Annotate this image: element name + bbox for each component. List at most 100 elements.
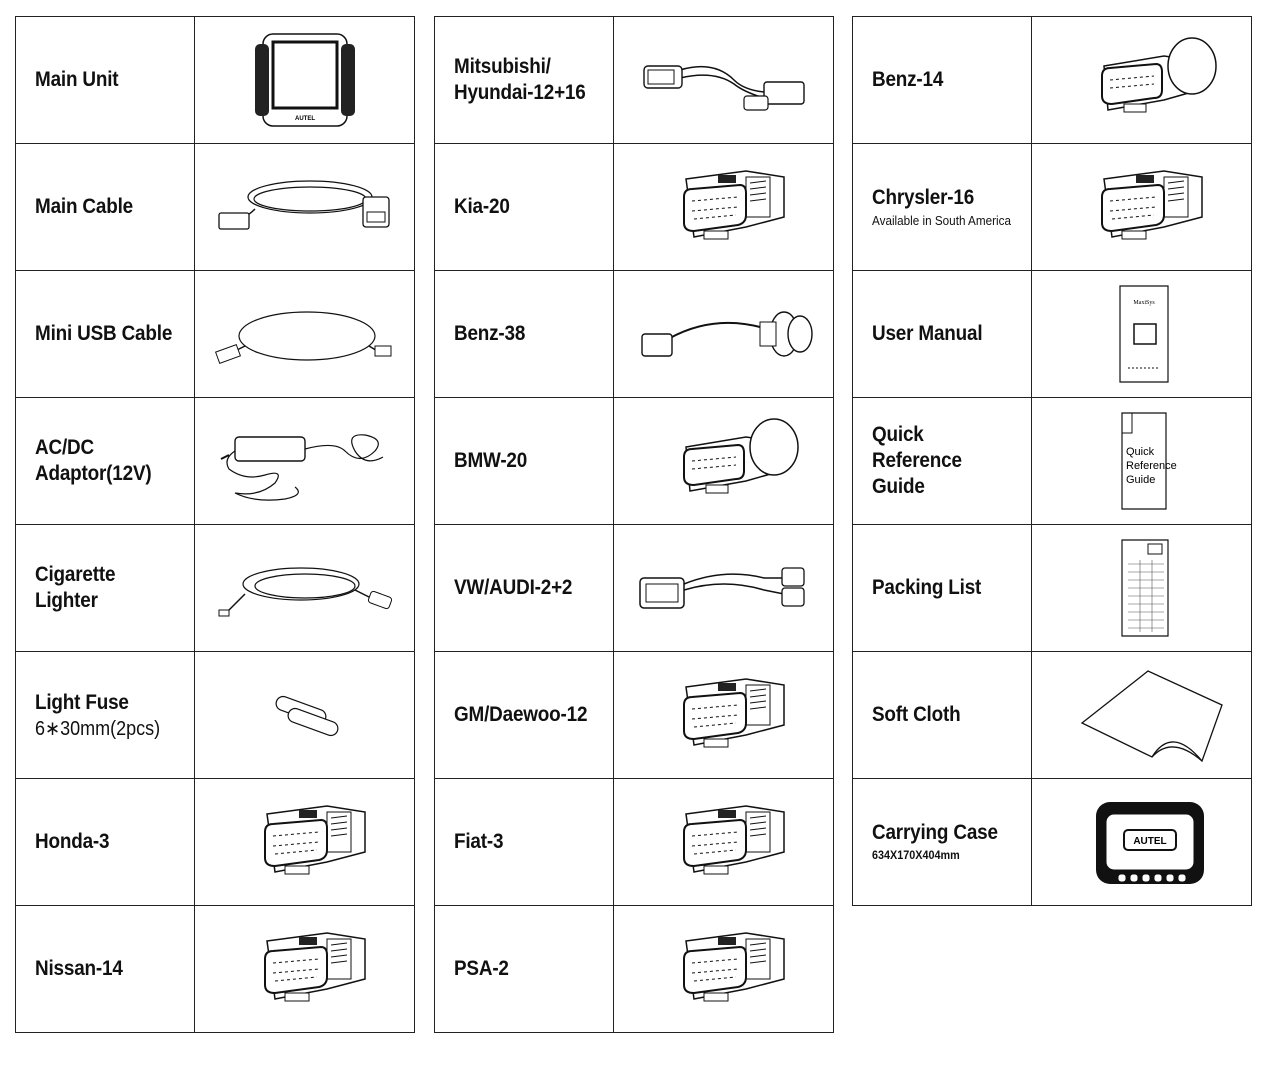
accessory-image-cell <box>614 652 833 778</box>
accessory-label-cell: Main Unit <box>16 17 195 143</box>
accessory-row: User Manual MaxiSys <box>853 271 1251 398</box>
accessory-label-cell: Carrying Case 634X170X404mm <box>853 779 1032 905</box>
accessory-name: Hyundai-12+16 <box>454 81 586 104</box>
round-obd-adapter-icon <box>634 411 814 511</box>
accessory-row: Packing List <box>853 525 1251 652</box>
accessory-name: Carrying Case <box>872 821 998 844</box>
accessory-name: Benz-38 <box>454 322 526 345</box>
svg-text:AUTEL: AUTEL <box>295 116 315 122</box>
accessory-row: Benz-14 <box>853 17 1251 144</box>
accessory-name: Adaptor(12V) <box>35 462 152 485</box>
power-adapter-icon <box>215 411 395 511</box>
accessory-image-cell <box>614 906 833 1032</box>
split-cable-icon <box>634 538 814 638</box>
accessory-name: PSA-2 <box>454 957 509 980</box>
accessory-image-cell <box>1032 144 1251 270</box>
obd-adapter-icon <box>215 792 395 892</box>
accessory-row: Fiat-3 <box>435 779 833 906</box>
obd-adapter-icon <box>634 792 814 892</box>
accessory-label-cell: Kia-20 <box>435 144 614 270</box>
accessory-name: Packing List <box>872 576 982 599</box>
accessory-name: Mini USB Cable <box>35 322 173 345</box>
accessory-name: Fiat-3 <box>454 830 504 853</box>
svg-text:AUTEL: AUTEL <box>1133 836 1166 847</box>
obd-cable-icon <box>215 157 395 257</box>
accessory-label-cell: Mini USB Cable <box>16 271 195 397</box>
accessory-name: AC/DC <box>35 436 94 459</box>
accessory-row: PSA-2 <box>435 906 833 1032</box>
accessory-name: Cigarette Lighter <box>35 563 116 612</box>
accessory-image-cell <box>1032 525 1251 651</box>
accessory-image-cell <box>1032 17 1251 143</box>
obd-adapter-icon <box>634 919 814 1019</box>
accessory-row: Light Fuse 6∗30mm(2pcs) <box>16 652 414 779</box>
accessory-row: Honda-3 <box>16 779 414 906</box>
accessory-row: Cigarette Lighter <box>16 525 414 652</box>
accessory-label-cell: Cigarette Lighter <box>16 525 195 651</box>
accessory-label-cell: Mitsubishi/Hyundai-12+16 <box>435 17 614 143</box>
accessory-name: Chrysler-16 <box>872 186 975 209</box>
accessory-row: Benz-38 <box>435 271 833 398</box>
accessory-spec: 6∗30mm(2pcs) <box>35 717 161 740</box>
accessory-spec: 634X170X404mm <box>872 848 960 862</box>
usb-cable-icon <box>215 284 395 384</box>
accessory-row: Carrying Case 634X170X404mm AUTEL <box>853 779 1251 905</box>
accessory-label-cell: Light Fuse 6∗30mm(2pcs) <box>16 652 195 778</box>
accessory-name: Honda-3 <box>35 830 110 853</box>
accessory-label-cell: GM/Daewoo-12 <box>435 652 614 778</box>
tablet-icon: AUTEL <box>254 30 355 130</box>
accessory-image-cell <box>614 144 833 270</box>
accessory-name: Mitsubishi/ <box>454 55 551 78</box>
obd-adapter-icon <box>634 665 814 765</box>
accessory-label-cell: Soft Cloth <box>853 652 1032 778</box>
accessory-name: Light Fuse <box>35 690 129 714</box>
accessory-name: Main Cable <box>35 195 133 218</box>
round-obd-adapter-icon <box>1052 30 1232 130</box>
accessory-column: Mitsubishi/Hyundai-12+16 Kia-20 Benz-38 … <box>434 16 834 1033</box>
accessory-image-cell: MaxiSys <box>1032 271 1251 397</box>
accessory-label-cell: Nissan-14 <box>16 906 195 1032</box>
cloth-icon <box>1052 665 1232 765</box>
accessory-name: Quick Reference <box>872 423 962 472</box>
accessory-name: Guide <box>872 475 925 498</box>
accessory-row: Main Cable <box>16 144 414 271</box>
svg-text:MaxiSys: MaxiSys <box>1133 300 1155 306</box>
accessory-image-cell <box>614 525 833 651</box>
accessory-name: BMW-20 <box>454 449 528 472</box>
accessory-label-cell: PSA-2 <box>435 906 614 1032</box>
accessory-image-cell <box>195 525 414 651</box>
accessory-spec: Available in South America <box>872 213 1011 228</box>
accessory-name: VW/AUDI-2+2 <box>454 576 573 599</box>
accessory-row: GM/Daewoo-12 <box>435 652 833 779</box>
accessory-name: Nissan-14 <box>35 957 123 980</box>
packing-list-icon <box>1052 538 1232 638</box>
accessory-name: Soft Cloth <box>872 703 961 726</box>
accessory-row: VW/AUDI-2+2 <box>435 525 833 652</box>
round-connector-cable-icon <box>634 284 814 384</box>
cigarette-lighter-cable-icon <box>215 538 395 638</box>
accessory-name: User Manual <box>872 322 983 345</box>
accessory-label-cell: BMW-20 <box>435 398 614 524</box>
accessory-row: BMW-20 <box>435 398 833 525</box>
accessory-label-cell: Fiat-3 <box>435 779 614 905</box>
accessory-name: Benz-14 <box>872 68 944 91</box>
accessory-row: Kia-20 <box>435 144 833 271</box>
accessory-row: Main Unit AUTEL <box>16 17 414 144</box>
accessory-image-cell <box>195 652 414 778</box>
accessory-name: Kia-20 <box>454 195 510 218</box>
carrying-case-icon: AUTEL <box>1095 802 1204 884</box>
accessory-image-cell: AUTEL <box>195 17 414 143</box>
fuse-icon <box>215 665 395 765</box>
accessory-image-cell <box>195 779 414 905</box>
accessory-label-cell: Benz-14 <box>853 17 1032 143</box>
accessory-label-cell: AC/DC Adaptor(12V) <box>16 398 195 524</box>
obd-adapter-icon <box>215 919 395 1019</box>
accessory-image-cell <box>195 144 414 270</box>
accessory-label-cell: Benz-38 <box>435 271 614 397</box>
manual-icon: MaxiSys <box>1052 284 1232 384</box>
accessory-name: Main Unit <box>35 68 119 91</box>
